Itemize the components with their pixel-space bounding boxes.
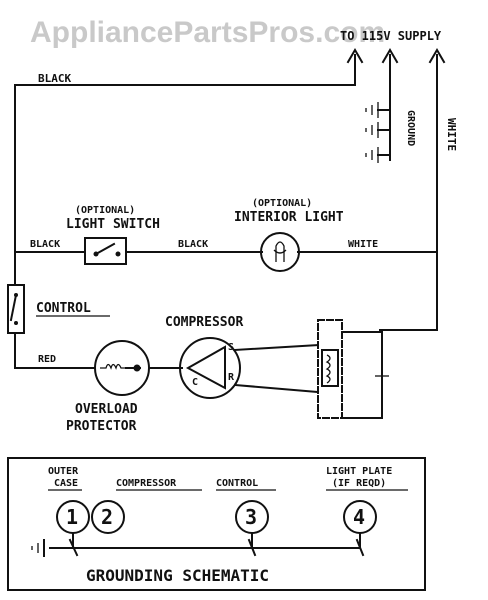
grounding-title: GROUNDING SCHEMATIC — [86, 566, 269, 585]
control-icon — [7, 284, 25, 334]
light-plate-label-1: LIGHT PLATE — [326, 466, 392, 477]
compressor-ground-label: COMPRESSOR — [116, 478, 177, 489]
light-plate-label-2: (IF REQD) — [332, 478, 386, 489]
interior-light-optional: (OPTIONAL) — [252, 198, 312, 209]
overload-label-2: PROTECTOR — [66, 419, 137, 434]
relay-icon — [317, 319, 389, 419]
interior-light-label: INTERIOR LIGHT — [234, 210, 344, 225]
interior-light-icon — [260, 232, 300, 272]
ground-symbol-icon — [31, 539, 45, 557]
control-ground-label: CONTROL — [216, 478, 258, 489]
wire-label-black-mid: BLACK — [178, 239, 208, 250]
light-switch-label: LIGHT SWITCH — [66, 217, 160, 232]
compressor-icon: S C R — [179, 337, 241, 399]
overload-protector-icon — [94, 340, 150, 396]
ground-number-2: 2 — [101, 505, 113, 529]
wire-label-white-mid: WHITE — [348, 239, 378, 250]
supply-label: TO 115V SUPPLY — [340, 29, 442, 43]
control-label: CONTROL — [36, 301, 91, 316]
wire-label-black-left: BLACK — [30, 239, 60, 250]
overload-label-1: OVERLOAD — [75, 402, 138, 417]
wire-label-black-top: BLACK — [38, 72, 71, 85]
compressor-label: COMPRESSOR — [165, 315, 243, 330]
ground-icon — [365, 102, 391, 163]
compressor-s: S — [228, 342, 234, 353]
light-switch-optional: (OPTIONAL) — [75, 205, 135, 216]
light-switch-icon — [84, 237, 127, 265]
outer-case-label-1: OUTER — [48, 466, 79, 477]
grounding-schematic: OUTER CASE COMPRESSOR CONTROL LIGHT PLAT… — [7, 457, 426, 591]
supply-terminals — [14, 48, 446, 331]
ground-number-4: 4 — [353, 505, 365, 529]
watermark: AppliancePartsPros.com — [30, 16, 385, 49]
wire-label-red: RED — [38, 354, 56, 365]
ground-number-3: 3 — [245, 505, 257, 529]
compressor-r: R — [228, 372, 235, 383]
ground-label: GROUND — [405, 110, 416, 146]
compressor-c: C — [192, 377, 198, 388]
wire-label-white-vertical: WHITE — [445, 118, 458, 151]
outer-case-label-2: CASE — [54, 478, 78, 489]
ground-number-1: 1 — [66, 505, 78, 529]
